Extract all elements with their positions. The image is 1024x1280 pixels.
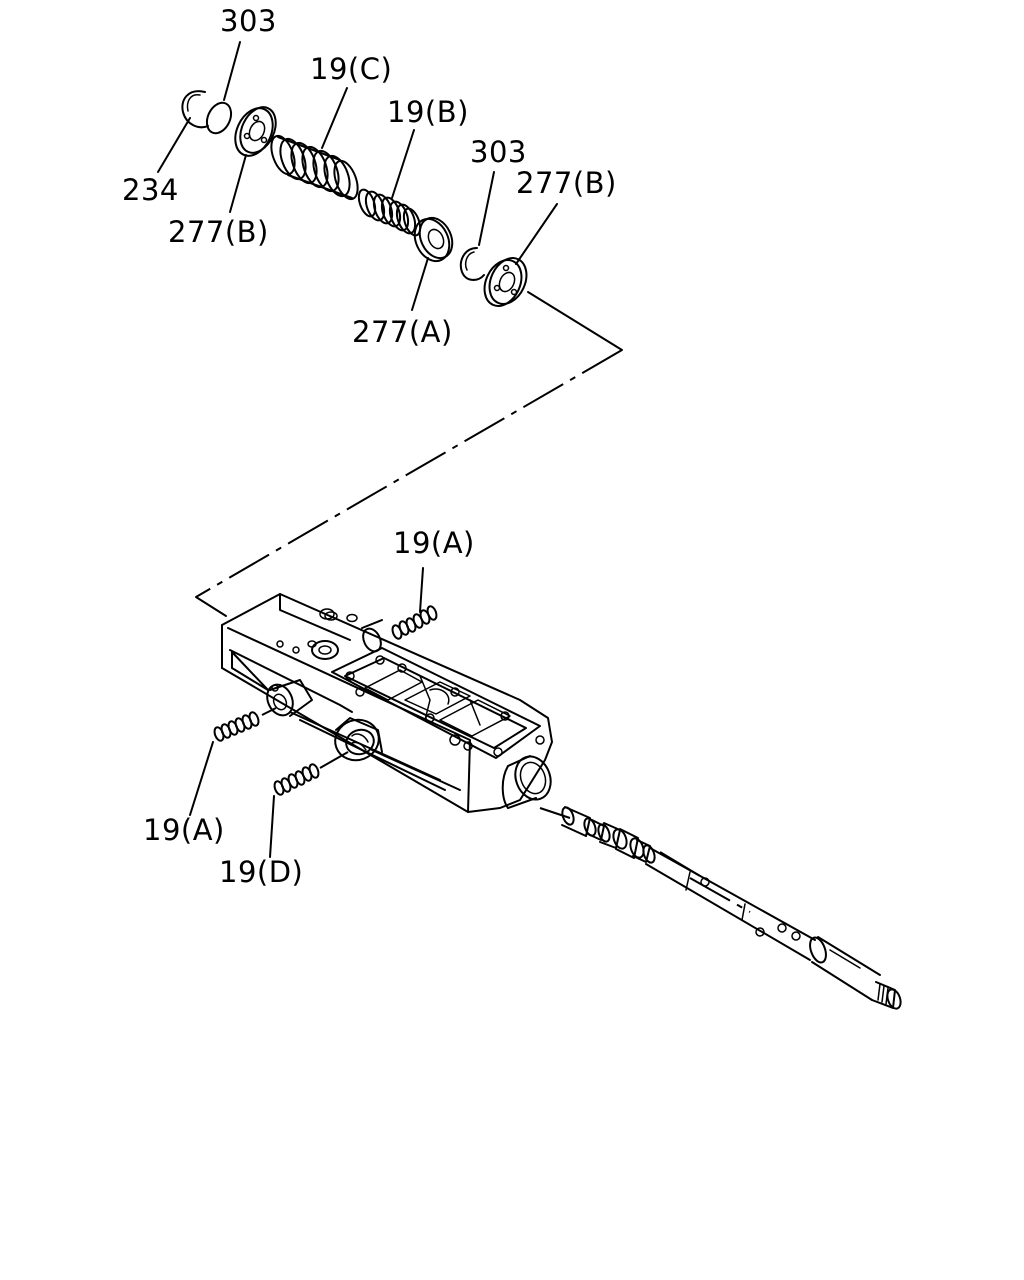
- label-19c: 19(C): [310, 52, 392, 86]
- spring-19d: [273, 751, 349, 796]
- leader-277a: [411, 257, 429, 311]
- label-19d: 19(D): [219, 855, 303, 889]
- snap-ring-234: [181, 90, 209, 129]
- retainer-277b-left: [234, 106, 277, 157]
- leader-19a-top: [419, 567, 424, 613]
- label-277b-left: 277(B): [168, 215, 269, 249]
- label-19a-left: 19(A): [143, 813, 225, 847]
- spring-19a-left: [213, 707, 277, 742]
- spring-19b: [357, 188, 422, 237]
- label-277b-right: 277(B): [516, 166, 617, 200]
- leader-19b: [391, 129, 415, 199]
- leader-19c: [321, 87, 348, 149]
- assembly-line: [195, 291, 623, 617]
- snap-ring-303-top: [205, 101, 233, 135]
- leader-19d: [269, 795, 275, 858]
- leader-234: [157, 117, 191, 173]
- label-303-top: 303: [220, 4, 277, 38]
- leader-277b-left: [229, 154, 247, 213]
- snap-ring-303-right: [459, 247, 485, 281]
- leader-277b-right: [515, 203, 558, 265]
- label-303-right: 303: [470, 135, 527, 169]
- spring-19a-top: [391, 605, 438, 640]
- leader-303-right: [478, 171, 495, 246]
- label-234: 234: [122, 173, 179, 207]
- leader-303-top: [223, 41, 241, 101]
- label-19b: 19(B): [387, 95, 469, 129]
- retainer-277b-right: [483, 257, 528, 307]
- valve-spool: [539, 806, 902, 1010]
- label-277a: 277(A): [352, 315, 453, 349]
- valve-body: [221, 593, 553, 813]
- leader-19a-left: [189, 741, 214, 816]
- washer-277a: [413, 216, 454, 263]
- spring-19c: [270, 134, 359, 201]
- label-19a-top: 19(A): [393, 526, 475, 560]
